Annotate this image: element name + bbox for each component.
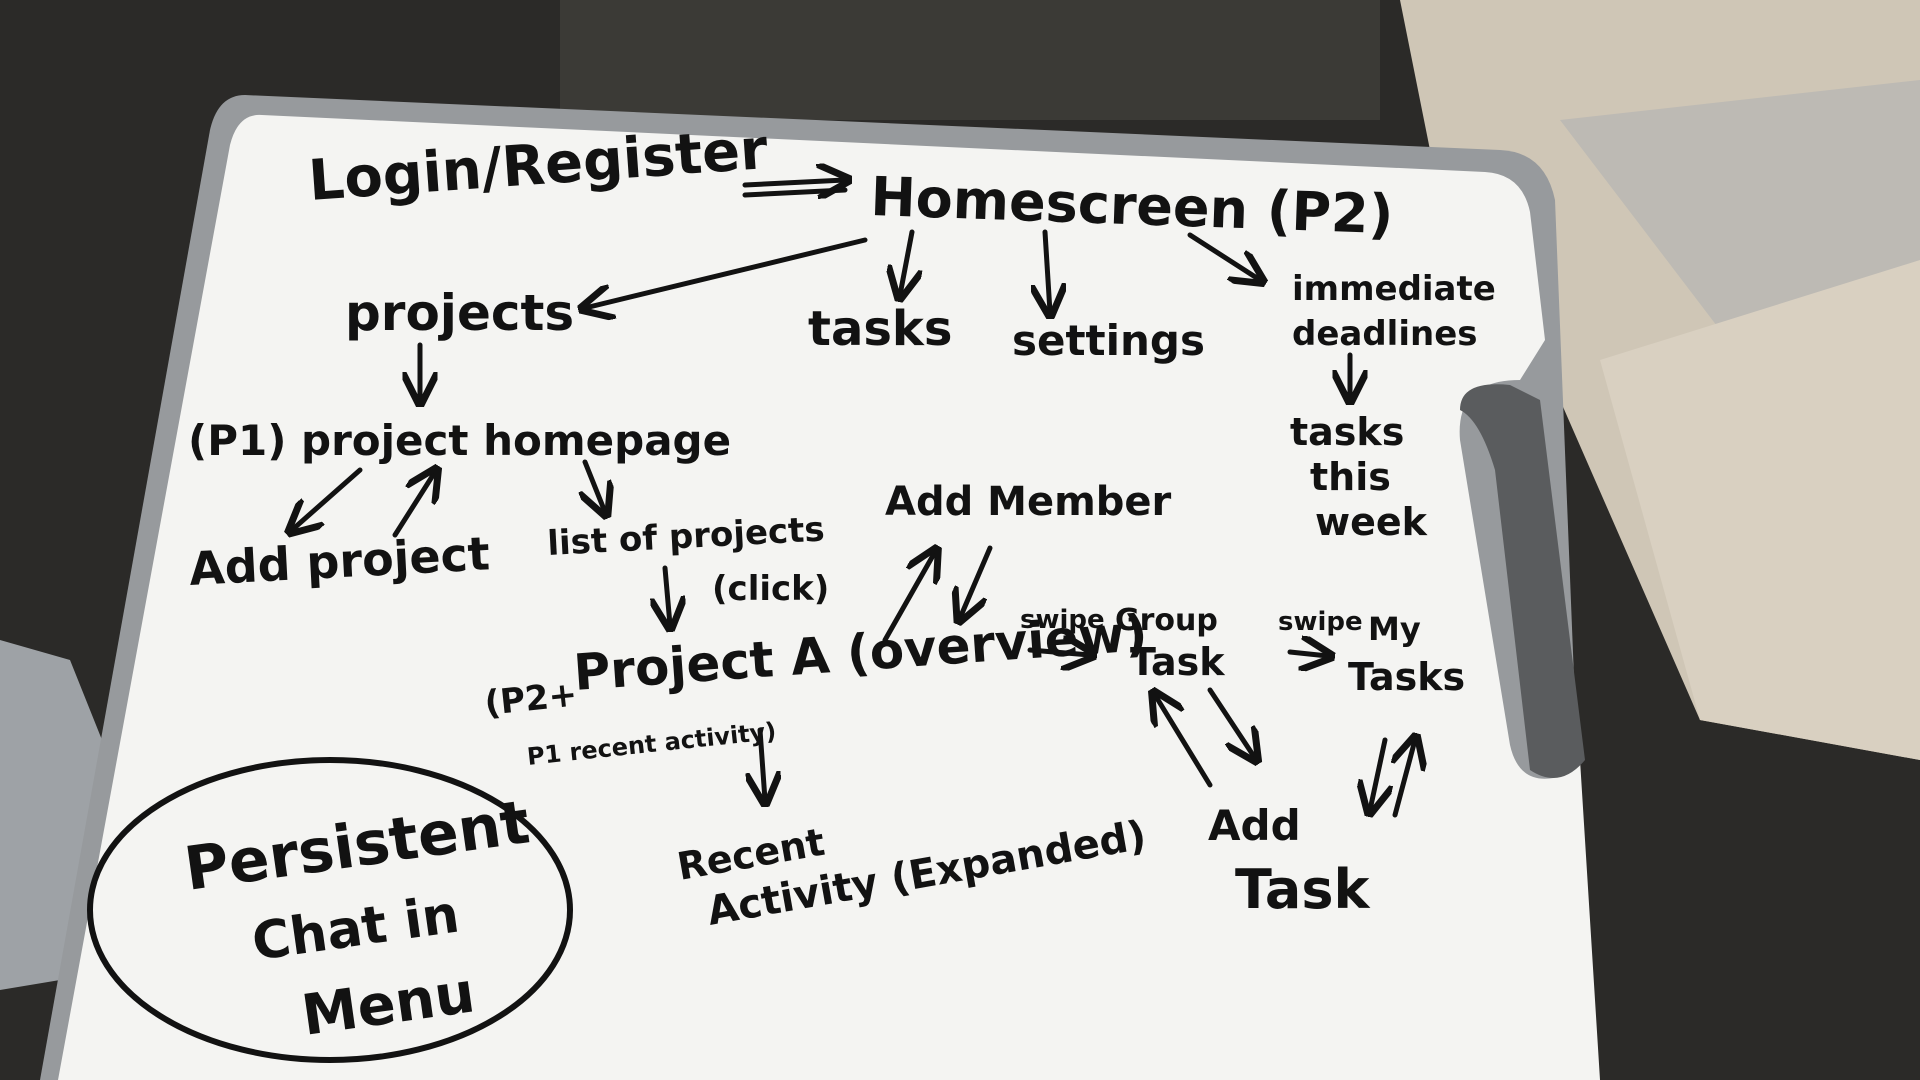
arrow-add-task-to-group — [1155, 695, 1213, 788]
arrow-login-to-home-second-line — [742, 187, 848, 198]
arrow-group-to-add-task — [1207, 687, 1255, 758]
arrow-login-to-home — [742, 180, 845, 185]
arrow-homepage-to-list — [585, 459, 605, 512]
tasks-label: tasks — [808, 301, 952, 357]
arrow-my-tasks-down — [1370, 737, 1385, 810]
whiteboard-surface — [58, 114, 1600, 1080]
arrow-swipe-group — [1027, 650, 1090, 655]
project-homepage-label: (P1) project homepage — [188, 416, 731, 465]
arrow-add-member-to-project — [960, 545, 993, 618]
click-label: (click) — [712, 569, 829, 609]
swipe-label-1: swipe — [1020, 605, 1105, 635]
arrow-home-to-deadlines — [1187, 232, 1260, 280]
add-member-label: Add Member — [885, 479, 1172, 525]
person-shirt — [1560, 80, 1920, 330]
projects-label: projects — [345, 284, 574, 342]
shoe — [0, 640, 110, 990]
tasks-this-week-2: this — [1310, 455, 1391, 499]
arrow-project-to-recent — [760, 727, 765, 800]
tasks-this-week-1: tasks — [1290, 410, 1404, 454]
arrow-swipe-my — [1287, 652, 1328, 656]
immediate-label: immediate — [1292, 269, 1496, 309]
arrow-home-to-tasks — [900, 229, 912, 295]
arrow-home-to-projects — [585, 237, 868, 308]
arrow-project-to-add-member — [882, 552, 935, 643]
settings-label: settings — [1012, 316, 1205, 365]
flow-arrows — [292, 180, 1415, 815]
person-arm — [1600, 260, 1920, 760]
add-task-label-2: Task — [1235, 858, 1370, 921]
group-task-label-1: Group — [1115, 603, 1218, 638]
arrow-add-project-to-homepage — [392, 472, 435, 538]
tasks-this-week-3: week — [1315, 500, 1428, 544]
group-task-label-2: Task — [1130, 640, 1225, 684]
deadlines-label: deadlines — [1292, 314, 1478, 354]
chat-circle — [87, 757, 573, 1063]
my-tasks-label-1: My — [1368, 610, 1421, 648]
arrow-list-to-project — [665, 565, 670, 625]
add-task-label-1: Add — [1208, 801, 1301, 850]
arrow-home-to-settings — [1045, 229, 1050, 312]
project-a-prefix: (P2+ — [483, 674, 579, 723]
swipe-label-2: swipe — [1278, 607, 1363, 637]
desk-edge — [560, 0, 1380, 120]
whiteboard-handle — [1460, 384, 1585, 778]
my-tasks-label-2: Tasks — [1348, 655, 1465, 699]
arrow-homepage-to-add-project — [292, 467, 363, 530]
arrow-my-tasks-up — [1395, 740, 1415, 818]
